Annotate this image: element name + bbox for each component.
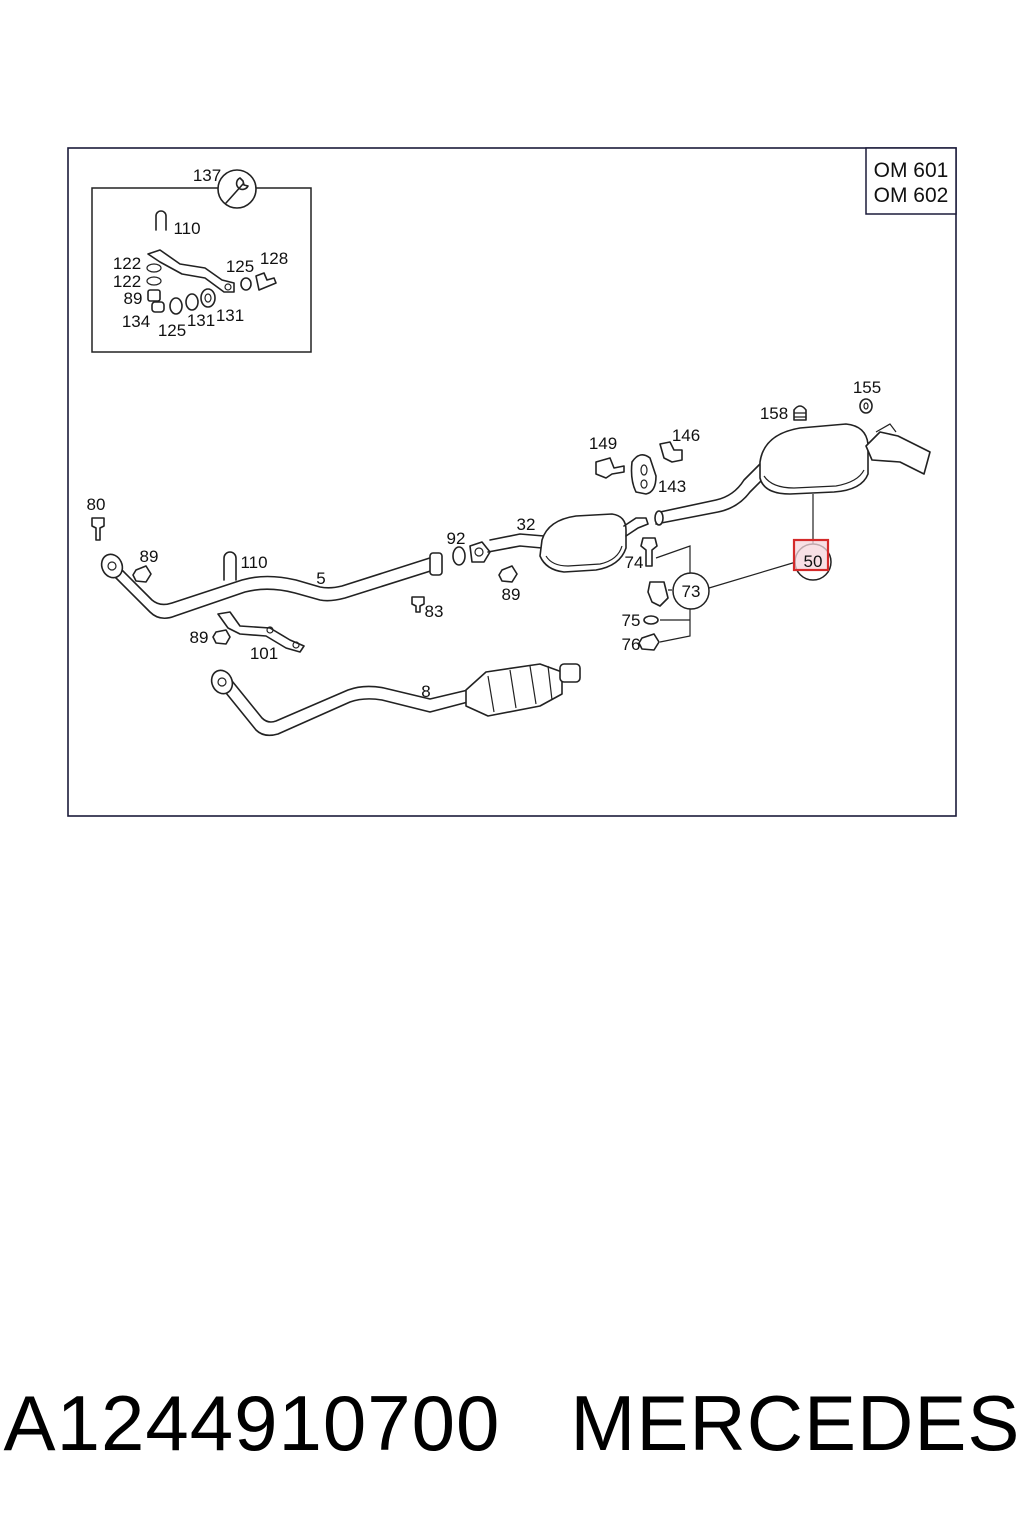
part-number: A1244910700 <box>3 1378 501 1467</box>
highlighted-callout-50[interactable]: 50 <box>792 538 832 581</box>
label-125-inset: 125 <box>226 257 254 276</box>
inset-bracket-icon <box>147 249 235 293</box>
label-131-b: 131 <box>216 306 244 325</box>
hardware-kit-inset: 137 110 122 122 89 134 125 131 131 125 1… <box>91 166 312 353</box>
nut-icon <box>147 289 161 302</box>
label-137: 137 <box>193 166 221 185</box>
label-149: 149 <box>589 434 617 453</box>
diagram-frame <box>67 147 957 817</box>
bolt-149-icon <box>595 457 625 479</box>
bolt-icon <box>255 272 277 291</box>
label-131-a: 131 <box>187 311 215 330</box>
washer-icon <box>146 276 162 286</box>
label-8: 8 <box>421 682 430 701</box>
washer-icon <box>146 263 162 273</box>
clamp-icon <box>647 581 669 607</box>
gasket-icon <box>469 541 491 563</box>
engine-label-1: OM 601 <box>874 159 949 182</box>
label-89-inset: 89 <box>124 289 143 308</box>
label-76: 76 <box>622 635 641 654</box>
nut-89-icon <box>498 565 518 583</box>
label-80: 80 <box>87 495 106 514</box>
sleeve-icon <box>151 301 165 313</box>
muffler-32 <box>487 513 649 573</box>
label-74: 74 <box>625 553 644 572</box>
bolt-74-icon <box>640 537 658 567</box>
label-89-front: 89 <box>140 547 159 566</box>
label-89-mid: 89 <box>502 585 521 604</box>
brand-name: MERCEDES <box>570 1378 1021 1467</box>
engine-label-box: OM 601 OM 602 <box>865 147 957 215</box>
ring-92-icon <box>452 546 466 566</box>
washer-75-icon <box>643 615 659 625</box>
label-125-bush: 125 <box>158 321 186 340</box>
label-155: 155 <box>853 378 881 397</box>
nut-89-icon <box>212 629 231 645</box>
label-89-bracket: 89 <box>190 628 209 647</box>
label-128: 128 <box>260 249 288 268</box>
u-bolt-icon <box>155 210 167 231</box>
label-73: 73 <box>682 582 701 601</box>
part-number-footer: A1244910700 MERCEDES <box>4 1368 1020 1478</box>
label-83: 83 <box>425 602 444 621</box>
label-110: 110 <box>240 553 267 572</box>
bolt-80-icon <box>91 517 105 541</box>
bushing-icon <box>185 293 199 311</box>
rear-silencer-50 <box>654 423 931 526</box>
label-122-b: 122 <box>113 272 141 291</box>
label-143: 143 <box>658 477 686 496</box>
label-134: 134 <box>122 312 150 331</box>
bushing-icon <box>169 297 183 315</box>
label-110-inset: 110 <box>173 219 200 238</box>
mount-146-icon <box>659 441 683 463</box>
nut-76-icon <box>638 633 660 651</box>
label-50: 50 <box>804 552 823 571</box>
bolt-83-icon <box>411 596 425 613</box>
bracket-101-icon <box>217 611 305 653</box>
label-75: 75 <box>622 611 641 630</box>
label-92: 92 <box>447 529 466 548</box>
bushing-icon <box>240 277 252 291</box>
nut-89-icon <box>132 565 152 583</box>
wrench-icon <box>217 169 257 209</box>
ring-155-icon <box>859 398 873 414</box>
label-101: 101 <box>250 644 278 663</box>
clamp-kit-73-callout <box>672 572 710 610</box>
catalytic-converter-pipe-8 <box>210 663 581 737</box>
u-bolt-110-icon <box>223 551 237 581</box>
label-122-a: 122 <box>113 254 141 273</box>
leader-line-73-50 <box>708 561 797 589</box>
engine-label-2: OM 602 <box>874 184 949 207</box>
label-32: 32 <box>517 515 536 534</box>
label-5: 5 <box>316 569 325 588</box>
bushing-icon <box>200 288 216 308</box>
front-pipe-5 <box>100 552 443 620</box>
label-146: 146 <box>672 426 700 445</box>
label-158: 158 <box>760 404 788 423</box>
